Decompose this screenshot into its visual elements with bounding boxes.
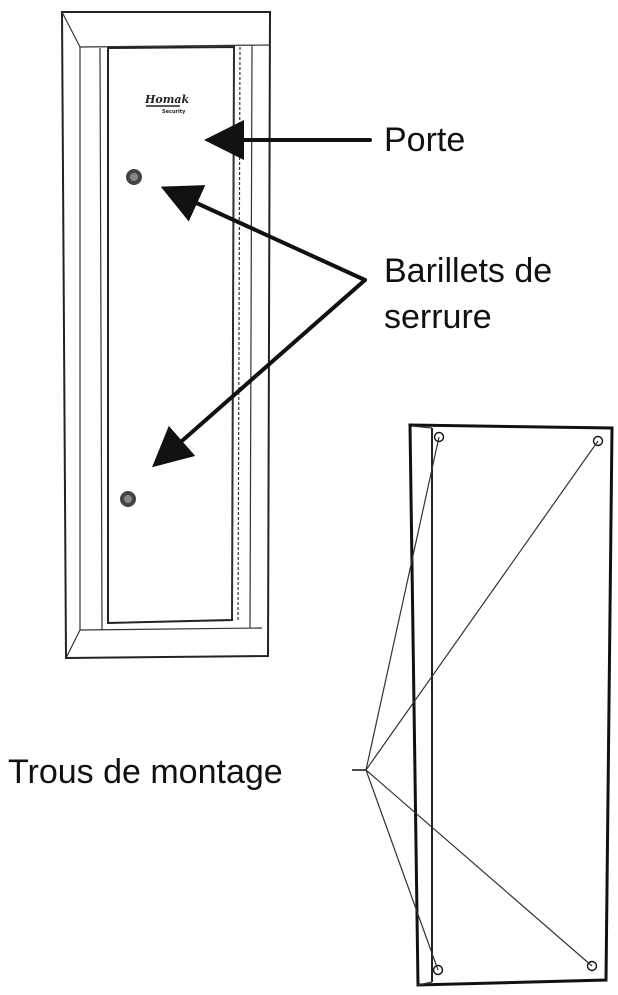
cabinet-front-view: Homak Security: [60, 11, 272, 660]
leader-bottom-left: [365, 769, 439, 971]
back-panel-side-edge-inner: [411, 425, 433, 986]
mounting-hole-bottom-left: [432, 964, 444, 976]
door-panel: [107, 45, 236, 625]
cabinet-back-view: [408, 423, 614, 987]
back-panel-outline: [408, 423, 614, 987]
cabinet-outer-frame: [60, 11, 272, 660]
mounting-hole-bottom-right: [586, 960, 598, 972]
door-callout: Porte: [204, 120, 465, 160]
mounting-holes-callout: Trous de montage: [8, 436, 599, 971]
mounting-hole-top-right: [592, 435, 604, 447]
leader-bottom-right: [365, 769, 593, 967]
cabinet-left-inner-edge: [99, 47, 103, 631]
brand-logo: Homak Security: [144, 93, 189, 115]
mounting-holes-label: Trous de montage: [8, 753, 283, 791]
door-hinge-line-2: [237, 46, 241, 621]
lock-cylinder-lower: [120, 491, 136, 507]
cabinet-left-side: [61, 11, 81, 659]
lock-cylinders-label-line2: serrure: [384, 298, 492, 336]
lock-cylinders-callout: Barillets de serrure: [151, 185, 552, 468]
cabinet-bottom-rail: [79, 627, 263, 631]
lock-cylinder-upper: [126, 169, 142, 185]
door-label: Porte: [384, 121, 465, 159]
leader-top-right: [365, 440, 599, 771]
brand-sub: Security: [162, 109, 186, 115]
brand-name: Homak: [144, 93, 189, 106]
lock-arrow-upper: [160, 185, 367, 282]
mounting-hole-top-left: [433, 431, 445, 443]
cabinet-right-inner-edge: [249, 45, 253, 629]
leader-top-left: [365, 436, 440, 771]
lock-cylinders-label-line1: Barillets de: [384, 252, 552, 290]
lock-arrow-lower: [151, 278, 367, 468]
cabinet-top-rail: [79, 44, 271, 48]
